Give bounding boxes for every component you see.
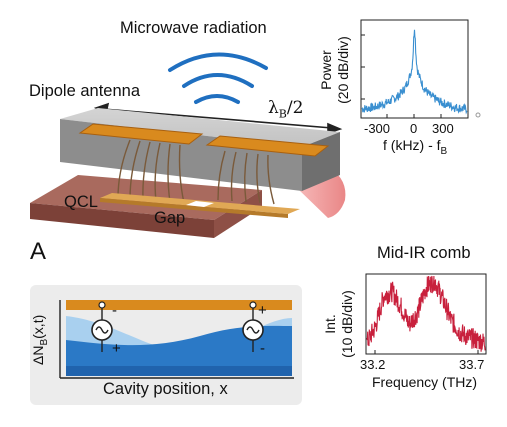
antenna-pad-left xyxy=(78,123,204,145)
cavity-gold-bar xyxy=(66,300,292,310)
gap-region xyxy=(186,201,214,207)
sign-top-left: - xyxy=(112,302,117,319)
sign-bottom-left: + xyxy=(112,340,121,357)
ir-xtick-left: 33.2 xyxy=(360,357,386,372)
wave-arc-middle xyxy=(182,73,254,88)
ir-plot-frame xyxy=(365,273,487,355)
bond-wires xyxy=(117,139,275,205)
microwave-waves xyxy=(168,52,268,104)
ir-ylabel: Int.(10 dB/div) xyxy=(322,290,355,358)
dipole-antenna-label: Dipole antenna xyxy=(29,82,141,100)
rf-xtick-left: -300 xyxy=(364,121,391,136)
sign-bottom-right: - xyxy=(260,340,265,357)
rf-xtick-right: 300 xyxy=(432,121,454,136)
laser-beam xyxy=(298,168,346,218)
sign-top-right: + xyxy=(258,302,267,319)
ac-source-right xyxy=(242,301,264,352)
wave-arc-inner xyxy=(194,94,240,104)
ir-xlabel: Frequency (THz) xyxy=(372,374,478,390)
density-wave-dark xyxy=(66,325,292,376)
panel-a-label: A xyxy=(30,238,47,265)
cavity-position-label: Cavity position, x xyxy=(103,380,228,398)
rf-trace xyxy=(361,29,468,115)
rf-spectrum-line xyxy=(361,29,468,115)
ac-source-left xyxy=(91,301,113,352)
rf-xtick-center: 0 xyxy=(410,121,418,136)
ir-comb-line xyxy=(366,275,486,352)
gap-label: Gap xyxy=(154,209,186,227)
qcl-label: QCL xyxy=(64,193,98,211)
wave-arc-outer xyxy=(168,52,268,72)
microwave-radiation-label: Microwave radiation xyxy=(120,19,267,37)
qcl-waveguide xyxy=(100,193,300,218)
cavity-axis xyxy=(59,300,294,379)
rf-ylabel: Power(20 dB/div) xyxy=(318,36,351,104)
ir-plot-title: Mid-IR comb xyxy=(377,244,471,262)
antenna-pad-right xyxy=(205,135,330,157)
delta-n-label: ΔNB(x,t) xyxy=(30,314,50,365)
half-wavelength-label: λB/2 xyxy=(268,98,304,121)
ir-xtick-right: 33.7 xyxy=(459,357,485,372)
ir-trace xyxy=(366,275,486,352)
rf-xlabel: f (kHz) - fB xyxy=(383,137,448,157)
